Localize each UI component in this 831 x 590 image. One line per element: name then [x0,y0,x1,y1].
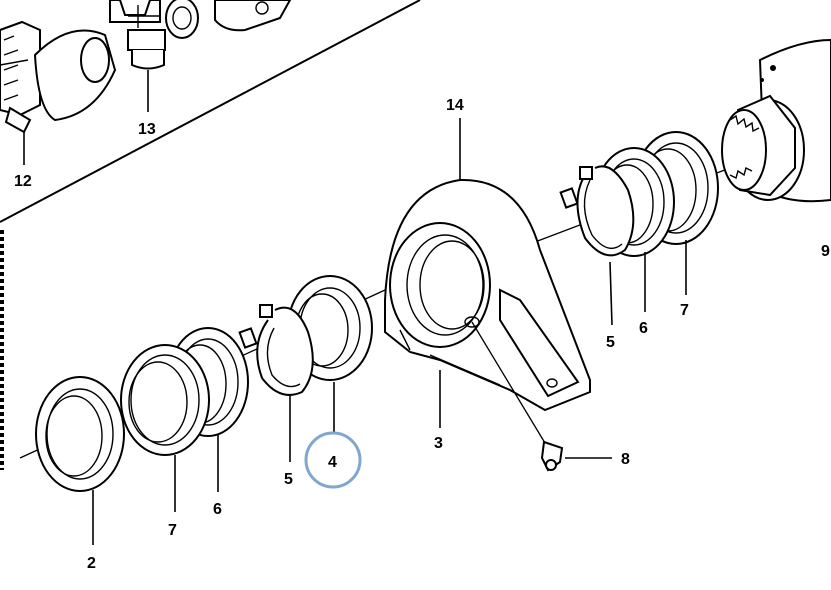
part-labels: 14 13 12 9 5 6 7 3 8 4 5 6 7 2 [14,97,830,572]
label-5-left: 5 [284,471,293,488]
snap-ring-part-5-right [559,165,635,257]
label-2: 2 [87,555,96,572]
label-8: 8 [621,451,630,468]
label-9: 9 [821,243,830,260]
joint-cross-part-13 [109,0,199,70]
leader-lines [23,70,687,545]
label-3: 3 [434,435,443,452]
upper-bracket-part [214,0,292,32]
label-7-right: 7 [680,302,689,319]
flange-hub-part-9 [721,38,831,203]
label-14: 14 [446,97,464,114]
label-13: 13 [138,121,156,138]
support-housing-part-14 [384,178,591,412]
label-7-left: 7 [168,522,177,539]
snap-ring-part-5-left [238,304,314,396]
dust-cover-part-2 [35,376,125,492]
highlight-circle [304,431,362,489]
panel-frame [0,0,421,470]
universal-joint-part-12 [0,20,117,134]
grease-nipple-part-8 [471,321,564,472]
label-5-right: 5 [606,334,615,351]
label-6-right: 6 [639,320,648,337]
label-6-left: 6 [213,501,222,518]
seal-part-7-left [120,344,210,456]
label-4: 4 [328,454,337,471]
label-12: 12 [14,173,32,190]
